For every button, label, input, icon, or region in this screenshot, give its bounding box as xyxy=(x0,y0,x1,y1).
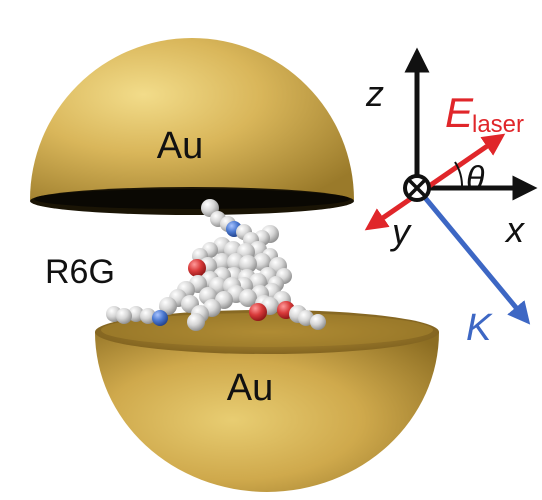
theta-label: θ xyxy=(466,160,485,198)
carbon-atom xyxy=(239,255,257,273)
carbon-atom xyxy=(213,253,231,271)
oxygen-atom xyxy=(188,259,206,277)
carbon-atom xyxy=(239,289,257,307)
x-label: x xyxy=(504,209,526,250)
coordinate-system xyxy=(364,47,538,325)
k-vector-arrow xyxy=(415,186,531,325)
y-axis-into-page-icon xyxy=(403,174,431,202)
carbon-atom xyxy=(140,308,156,324)
carbon-atom xyxy=(116,308,132,324)
y-label: y xyxy=(389,211,412,252)
k-label: K xyxy=(466,307,493,349)
molecule-label: R6G xyxy=(45,253,115,291)
r6g-molecule xyxy=(106,199,326,331)
top-gold-hemisphere xyxy=(30,38,354,215)
carbon-atom xyxy=(159,297,177,315)
angle-arc xyxy=(454,161,464,189)
carbon-atom xyxy=(310,314,326,330)
bottom-au-label: Au xyxy=(227,367,273,409)
bottom-gold-hemisphere xyxy=(95,310,439,492)
carbon-atom xyxy=(187,313,205,331)
e-field-arrow xyxy=(364,133,506,231)
carbon-atom xyxy=(128,306,144,322)
oxygen-atom xyxy=(249,303,267,321)
top-au-label: Au xyxy=(157,125,203,167)
carbon-atom xyxy=(253,253,271,271)
nitrogen-atom xyxy=(152,310,168,326)
e-field-subscript: laser xyxy=(472,111,524,138)
e-field-symbol: E xyxy=(445,89,474,136)
z-label: z xyxy=(365,73,384,114)
